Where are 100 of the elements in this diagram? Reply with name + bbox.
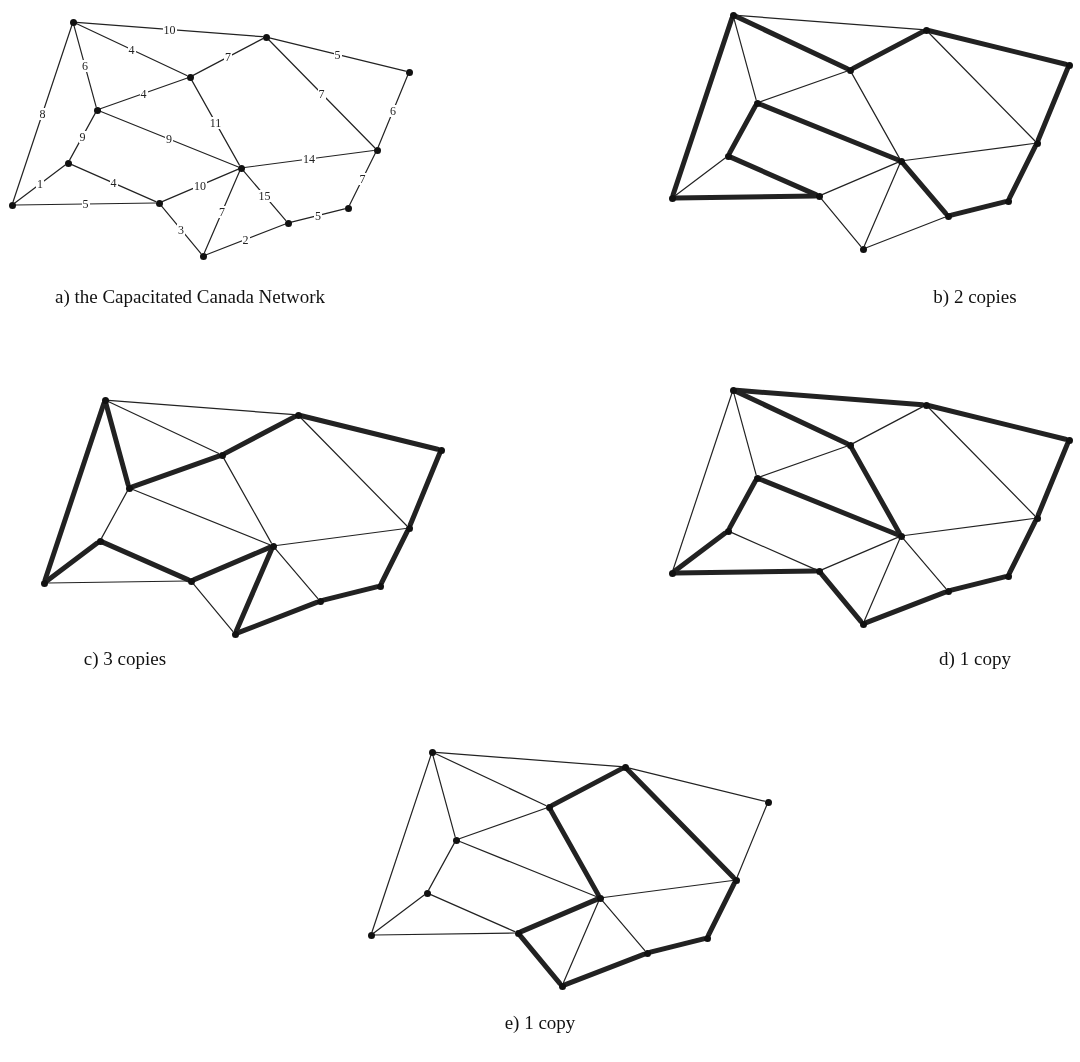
node-dot	[284, 219, 292, 227]
link-line	[275, 527, 407, 547]
thick-link-line	[670, 15, 735, 198]
node-dot	[218, 451, 226, 459]
link-line	[223, 457, 272, 544]
link-line	[107, 400, 220, 455]
node-dot	[621, 763, 629, 771]
link-line	[161, 168, 239, 203]
thick-link-line	[562, 951, 647, 988]
node-dot	[101, 396, 109, 404]
link-line	[99, 110, 239, 168]
link-line	[12, 24, 73, 203]
link-line	[821, 161, 899, 196]
capacity-label: 9	[78, 130, 87, 143]
node-dot	[922, 26, 930, 34]
capacity-label: 4	[109, 177, 118, 189]
node-dot	[199, 252, 207, 260]
capacity-label: 4	[139, 87, 148, 100]
capacity-label: 10	[193, 179, 207, 192]
capacity-label: 6	[389, 105, 397, 117]
node-dot	[1033, 139, 1041, 147]
link-line	[674, 157, 726, 197]
link-line	[927, 31, 1036, 142]
thick-link-line	[407, 450, 443, 528]
link-line	[290, 208, 346, 223]
link-line	[70, 163, 157, 203]
link-line	[373, 932, 516, 936]
link-line	[903, 142, 1035, 162]
node-dot	[367, 931, 375, 939]
link-line	[192, 38, 264, 76]
link-line	[191, 79, 240, 166]
thick-link-line	[818, 571, 864, 624]
thick-link-line	[548, 807, 601, 898]
link-line	[203, 170, 241, 254]
node-dot	[405, 68, 413, 76]
link-line	[99, 77, 188, 110]
thick-link-line	[727, 103, 758, 156]
capacity-label: 5	[81, 198, 90, 210]
node-dot	[897, 532, 905, 540]
capacity-label: 7	[317, 87, 326, 100]
link-line	[733, 17, 757, 101]
capacity-label: 7	[224, 51, 232, 63]
node-dot	[922, 401, 930, 409]
link-line	[434, 751, 623, 768]
node-dot	[846, 66, 854, 74]
thick-link-line	[379, 528, 410, 586]
node-dot	[237, 164, 245, 172]
node-dot	[1004, 572, 1012, 580]
panel-caption: c) 3 copies	[83, 648, 167, 670]
panel-caption: b) 2 copies	[933, 286, 1017, 308]
link-line	[429, 893, 516, 933]
node-dot	[729, 11, 737, 19]
node-dot	[186, 73, 194, 81]
link-line	[821, 536, 899, 571]
link-line	[863, 163, 901, 247]
node-dot	[859, 620, 867, 628]
node-dot	[262, 33, 270, 41]
capacity-label: 7	[358, 173, 367, 185]
node-dot	[373, 146, 381, 154]
panel-caption: d) 1 copy	[939, 648, 1011, 670]
link-line	[602, 879, 734, 899]
node-dot	[93, 106, 101, 114]
node-dot	[1033, 514, 1041, 522]
node-dot	[40, 579, 48, 587]
capacity-label: 4	[127, 43, 136, 56]
link-line	[107, 399, 296, 416]
capacity-label: 15	[257, 189, 272, 202]
capacity-label: 1	[36, 178, 44, 190]
link-line	[160, 205, 202, 254]
node-dot	[897, 157, 905, 165]
node-dot	[668, 569, 676, 577]
thick-link-line	[863, 589, 948, 626]
thick-link-line	[849, 445, 902, 536]
link-line	[927, 406, 1036, 517]
thick-link-line	[518, 896, 600, 935]
link-line	[733, 392, 757, 476]
link-line	[75, 21, 264, 38]
node-dot	[64, 159, 72, 167]
link-line	[863, 538, 901, 622]
capacity-label: 6	[81, 60, 89, 72]
link-line	[101, 490, 128, 539]
node-dot	[316, 597, 324, 605]
node-dot	[405, 524, 413, 532]
node-dot	[643, 949, 651, 957]
thick-link-line	[222, 414, 298, 456]
node-dot	[558, 982, 566, 990]
link-line	[428, 842, 455, 891]
link-line	[267, 38, 376, 149]
node-dot	[231, 630, 239, 638]
node-dot	[96, 537, 104, 545]
link-line	[601, 900, 646, 951]
node-dot	[1065, 436, 1073, 444]
capacity-label: 7	[218, 206, 226, 218]
thick-link-line	[42, 400, 107, 583]
link-line	[672, 392, 733, 571]
capacity-label: 14	[302, 153, 316, 165]
thick-link-line	[706, 880, 737, 938]
node-dot	[545, 803, 553, 811]
capacity-label: 2	[241, 233, 250, 246]
link-line	[242, 170, 287, 221]
